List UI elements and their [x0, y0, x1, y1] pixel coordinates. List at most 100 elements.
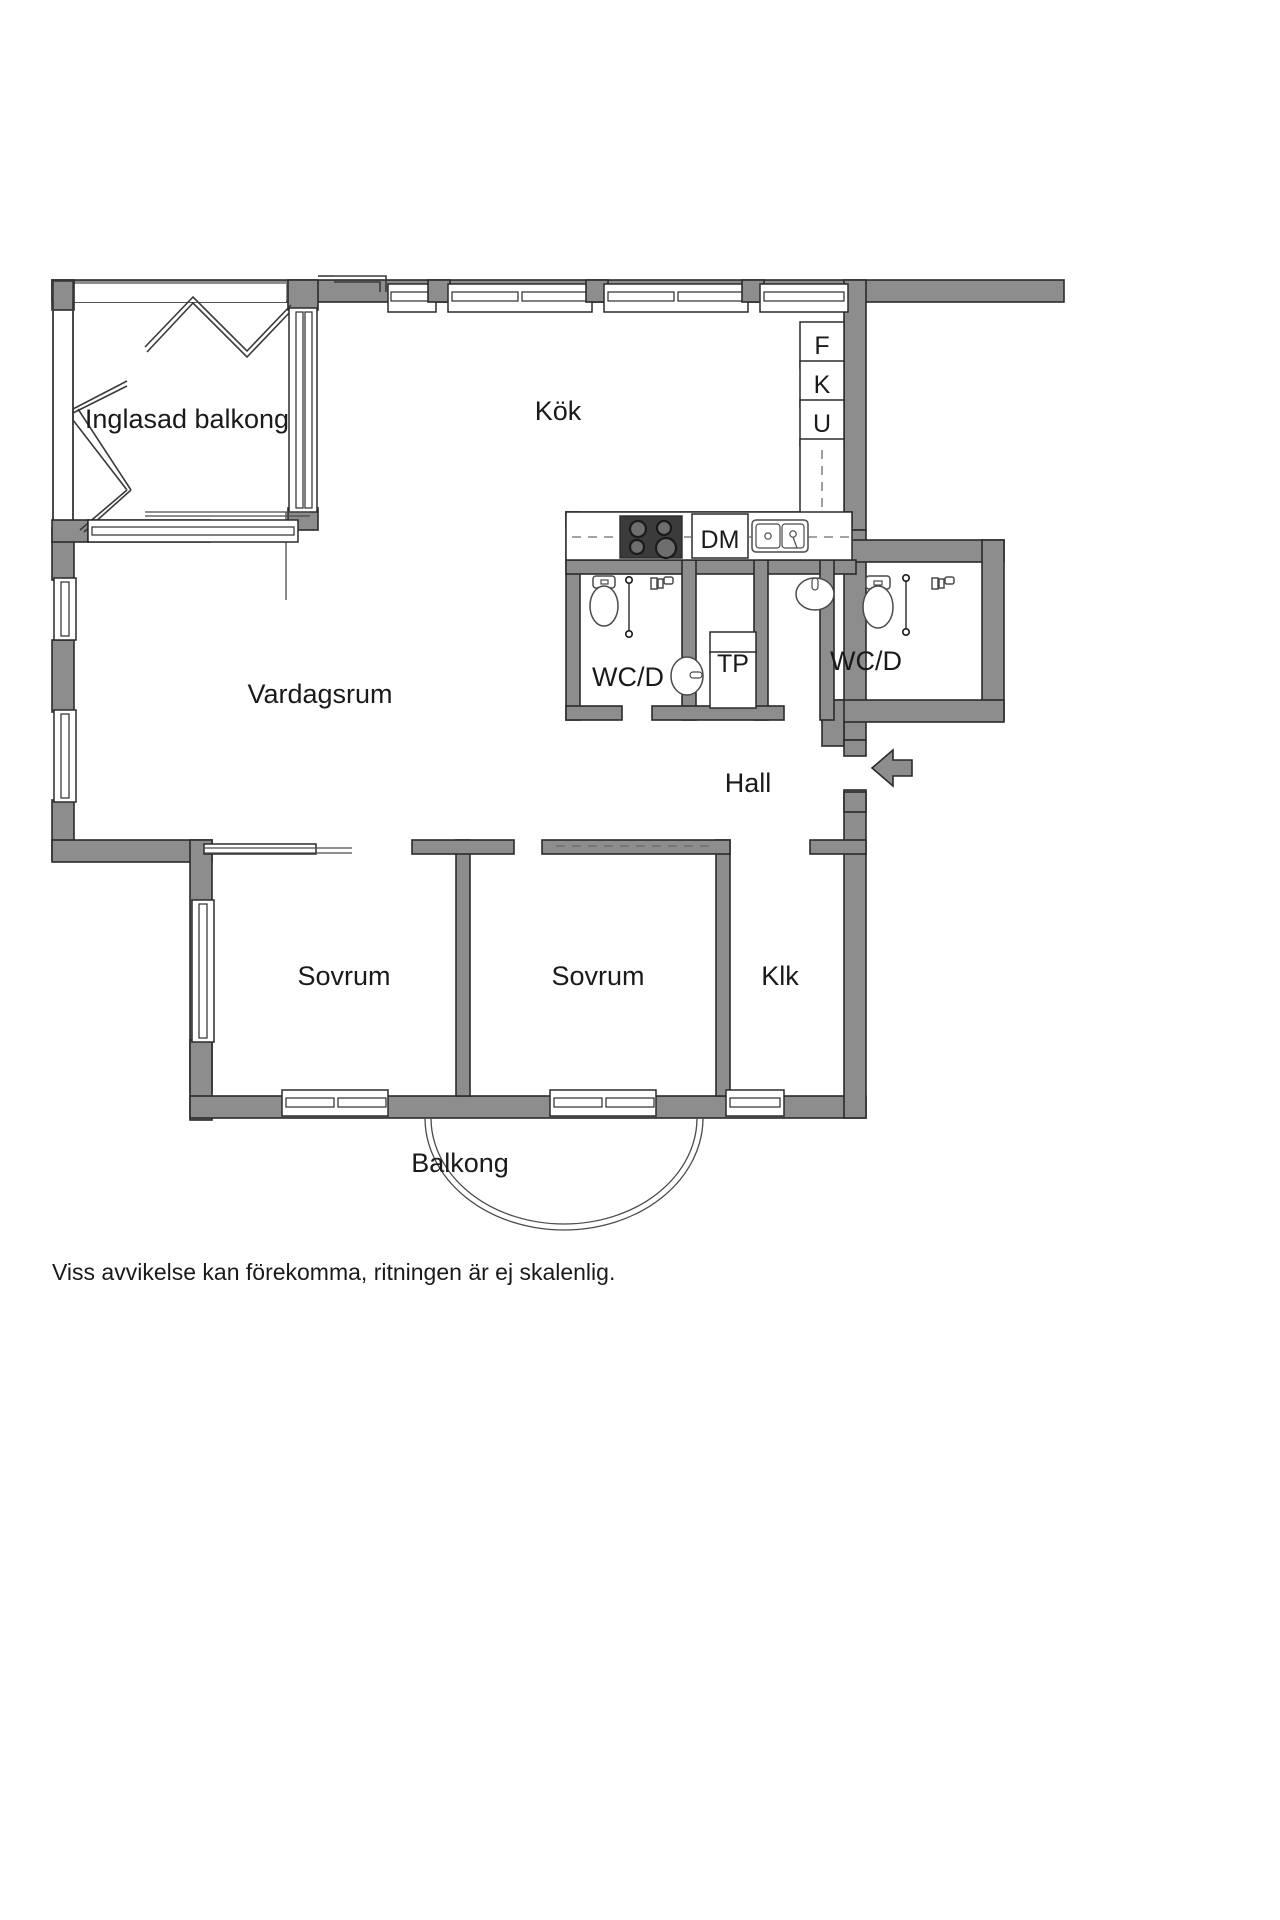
room-wc-d-right: WC/D	[795, 573, 955, 676]
entrance-arrow	[870, 748, 913, 788]
burner-4	[654, 536, 678, 560]
window-sovrum1-bottom-bar-a	[285, 1097, 335, 1108]
kitchen-top-windows	[318, 275, 849, 313]
room-hall: Hall	[725, 748, 913, 798]
balcony-door-glass-bar-1	[295, 311, 304, 509]
window-kitchen-1-bar	[390, 291, 434, 302]
bedrooms: Sovrum Sovrum Klk	[191, 843, 799, 1043]
appliance-label-dm: DM	[701, 526, 740, 554]
wall-wc-left-bottom-a	[565, 705, 623, 721]
room-label-kok: Kök	[535, 396, 582, 426]
washbasin-right	[795, 577, 835, 611]
balkong-outline-inner	[430, 1117, 698, 1225]
balcony-folding-door-lower-seg0	[72, 380, 128, 410]
tp-closet: TP	[709, 631, 757, 709]
room-label-klk: Klk	[761, 961, 799, 991]
wall-bumpout-bottom	[821, 699, 1005, 723]
appliance-label-tp: TP	[717, 650, 749, 678]
wall-sovrum-divider-2	[715, 839, 731, 1097]
livingroom-windows	[53, 519, 299, 803]
footer-disclaimer: Viss avvikelse kan förekomma, ritningen …	[52, 1259, 615, 1285]
window-living-top-bar	[91, 526, 295, 536]
balcony-folding-door-lower-seg1	[72, 409, 128, 491]
sovrum1-door-leaf	[203, 843, 317, 855]
window-kitchen-3-bar-b	[677, 291, 745, 302]
balcony-folding-door-lower-seg1b	[77, 408, 132, 491]
room-wc-d-left: WC/D	[589, 575, 704, 696]
balcony-door-glass-bar-2	[304, 311, 313, 509]
wall-entrance-upper	[843, 739, 867, 757]
shower-right-drain-bottom	[901, 627, 910, 636]
balcony-folding-door-lower-seg0b	[72, 385, 128, 414]
shower-left-mixer	[650, 576, 674, 590]
washbasin-left-tap	[689, 671, 703, 679]
washbasin-left	[670, 656, 704, 696]
shower-right-drain-top	[901, 573, 910, 582]
window-sovrum1-bottom-bar-b	[337, 1097, 387, 1108]
sink-basin-left	[755, 523, 781, 549]
wall-left-balcony-corner	[51, 279, 75, 311]
kitchen-cabinet-column: F K U	[799, 321, 845, 560]
wall-right-lower	[843, 789, 867, 1119]
window-sovrum2-bottom-bar-b	[605, 1097, 655, 1108]
room-label-sovrum-2: Sovrum	[551, 961, 644, 991]
tp-box	[709, 651, 757, 709]
cabinet-label-k: K	[814, 371, 831, 399]
balcony-folding-door-upper-2	[146, 301, 292, 359]
window-mullion-1	[427, 279, 451, 303]
dishwasher-cell	[691, 513, 749, 559]
wall-top-balcony-open	[74, 284, 286, 302]
room-label-inglasad-balkong: Inglasad balkong	[85, 404, 289, 434]
bottom-windows	[281, 1089, 785, 1117]
window-kitchen-2-bar-a	[451, 291, 519, 302]
shower-left-mixer-c	[663, 576, 674, 585]
wall-bumpout-right	[981, 539, 1005, 721]
room-label-balkong: Balkong	[411, 1148, 509, 1178]
kitchen-counter-run: DM	[565, 511, 853, 561]
sink-faucet	[792, 536, 798, 549]
window-klk-bottom-bar	[729, 1097, 781, 1108]
burner-1	[628, 519, 648, 539]
balcony-folding-door-upper	[144, 295, 292, 353]
sink-drain-left	[764, 532, 772, 540]
balkong-outline-outer	[424, 1117, 704, 1231]
cabinet-label-f: F	[814, 332, 829, 360]
shower-right-mixer-c	[944, 576, 955, 585]
shower-left-drain-top	[624, 575, 633, 584]
wall-right-kitchen	[843, 279, 867, 531]
room-label-sovrum-1: Sovrum	[297, 961, 390, 991]
window-sovrum1-left-bar	[198, 903, 208, 1039]
kitchen-jog-outline-a	[334, 275, 387, 292]
wall-wc-top-2	[565, 559, 857, 575]
burner-3	[628, 538, 646, 556]
shower-right-mixer-a	[931, 577, 939, 590]
shower-left-drain-bottom	[624, 629, 633, 638]
room-label-wc-d-right: WC/D	[830, 646, 902, 676]
kitchen-jog-outline-b	[334, 281, 381, 292]
toilet-left-bowl	[589, 585, 619, 627]
wall-wc-left-right	[681, 559, 697, 721]
toilet-right-flush	[873, 580, 883, 586]
window-kitchen-2-bar-b	[521, 291, 589, 302]
wall-left-seg-2	[51, 639, 75, 713]
shower-left-mixer-a	[650, 577, 658, 590]
window-living-2-bar	[60, 713, 70, 799]
wall-livingroom-bottom	[51, 839, 213, 863]
window-kitchen-3-bar-a	[607, 291, 675, 302]
wall-sovrum-divider-1	[455, 839, 471, 1097]
shower-left-mixer-b	[657, 578, 664, 589]
wall-sovrum2-top	[541, 839, 731, 855]
wall-balcony-right-top	[287, 279, 319, 311]
shower-right-mixer	[931, 576, 955, 590]
room-label-wc-d-left: WC/D	[592, 662, 664, 692]
window-sovrum2-bottom-bar-a	[553, 1097, 603, 1108]
wall-balcony-bottom-left	[51, 519, 89, 543]
burner-2	[655, 519, 673, 537]
toilet-right-bowl	[862, 585, 894, 629]
shower-right-mixer-b	[938, 578, 945, 589]
wall-bumpout-top	[843, 539, 1005, 563]
wall-klk-top	[809, 839, 867, 855]
toilet-left-flush	[600, 579, 609, 585]
